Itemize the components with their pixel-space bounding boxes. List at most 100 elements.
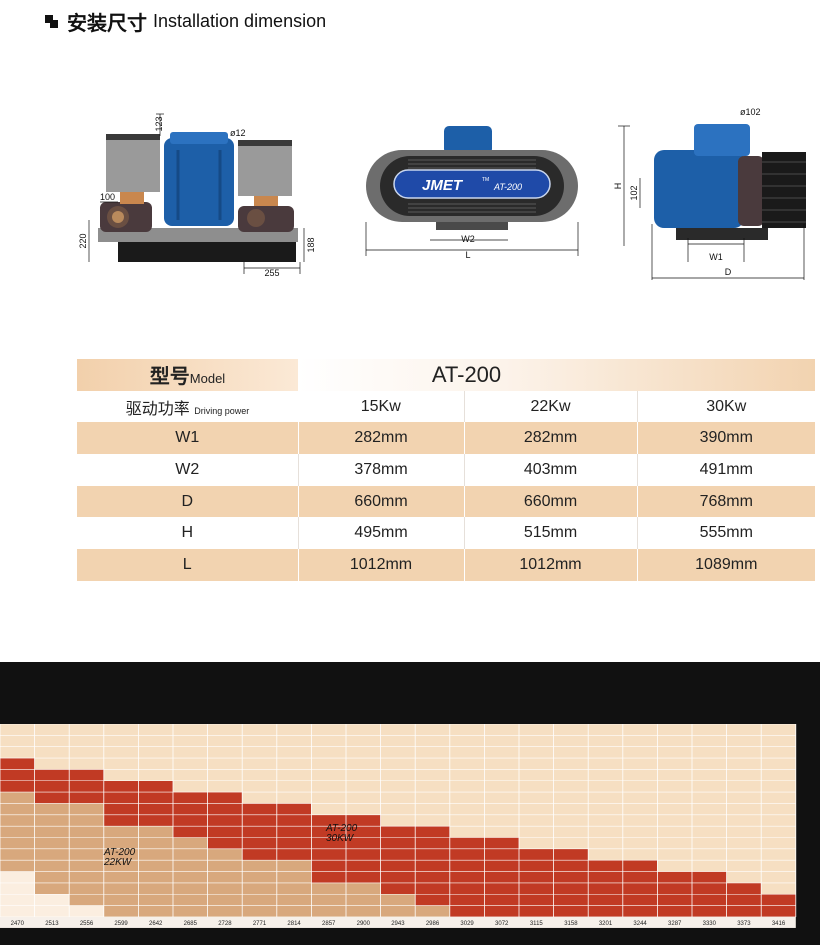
grid-cell-30kw — [34, 780, 70, 793]
x-tick-label: 2943 — [391, 921, 405, 927]
grid-cell-30kw — [276, 848, 312, 861]
grid-cell-30kw — [103, 803, 139, 815]
grid-cell-30kw — [588, 894, 623, 906]
grid-cell-22kw — [242, 882, 277, 895]
grid-cell-30kw — [449, 882, 485, 895]
x-tick-label: 2642 — [149, 921, 163, 927]
grid-cell-30kw — [553, 871, 589, 883]
grid-cell-light — [34, 905, 70, 917]
grid-cell-22kw — [34, 803, 70, 815]
grid-cell-30kw — [449, 860, 485, 872]
table-cell: 282mm — [297, 422, 464, 455]
table-cell: 768mm — [636, 485, 816, 518]
table-cell: 515mm — [463, 517, 637, 550]
grid-cell-30kw — [692, 894, 727, 906]
grid-cell-30kw — [415, 871, 450, 883]
filter-basket — [762, 152, 806, 228]
x-tick-label: 2599 — [114, 921, 128, 927]
grid-cell-22kw — [103, 871, 139, 883]
grid-cell-30kw — [138, 814, 173, 827]
grid-cell-30kw — [519, 894, 554, 906]
front-view-drawing: 123 ø12 100 220 188 255 — [78, 113, 316, 278]
row-label: W2 — [175, 460, 200, 478]
dim-255: 255 — [264, 268, 279, 278]
grid-cell-30kw — [553, 860, 589, 872]
grid-cell-30kw — [415, 837, 450, 849]
grid-cell-22kw — [69, 803, 104, 815]
grid-cell-30kw — [242, 848, 277, 861]
grid-cell-22kw — [242, 860, 277, 872]
trademark-mark: TM — [482, 177, 489, 183]
x-tick-label: 3244 — [633, 921, 647, 927]
table-row-d: D 660mm 660mm 768mm — [77, 485, 816, 518]
grid-cell-light — [0, 871, 35, 883]
x-tick-label: 3373 — [737, 921, 751, 927]
grid-cell-30kw — [311, 814, 346, 827]
grid-cell-22kw — [173, 860, 208, 872]
brand-plate — [393, 169, 551, 199]
table-cell: 1012mm — [297, 549, 464, 581]
grid-cell-30kw — [657, 894, 692, 906]
x-tick-label: 2556 — [80, 921, 94, 927]
grid-cell-30kw — [484, 860, 519, 872]
power-15kw: 15Kw — [360, 397, 401, 415]
grid-cell-30kw — [380, 871, 416, 883]
grid-cell-22kw — [346, 882, 381, 895]
pump-side — [738, 156, 764, 226]
row-label: D — [77, 485, 298, 518]
table-cell: 378mm — [297, 454, 464, 486]
x-tick-label: 2771 — [253, 921, 267, 927]
grid-cell-22kw — [34, 871, 70, 883]
grid-cell-30kw — [0, 769, 35, 781]
grid-cell-22kw — [276, 882, 312, 895]
grid-cell-22kw — [69, 848, 104, 861]
grid-cell-30kw — [415, 848, 450, 861]
x-tick-label: 3158 — [564, 921, 578, 927]
grid-cell-22kw — [34, 882, 70, 895]
grid-cell-light — [0, 882, 35, 895]
grid-cell-22kw — [69, 871, 104, 883]
grid-cell-30kw — [380, 837, 416, 849]
grid-cell-30kw — [207, 837, 243, 849]
grid-cell-30kw — [622, 871, 658, 883]
grid-cell-30kw — [311, 826, 346, 838]
grid-cell-30kw — [311, 837, 346, 849]
grid-cell-22kw — [138, 882, 173, 895]
region-label: 30KW — [326, 833, 355, 844]
x-tick-label: 3029 — [460, 921, 474, 927]
grid-cell-22kw — [311, 894, 346, 906]
region-label: 22KW — [103, 857, 133, 868]
grid-cell-30kw — [519, 860, 554, 872]
grid-cell-22kw — [138, 871, 173, 883]
grid-cell-30kw — [415, 860, 450, 872]
x-tick-label: 2513 — [45, 921, 59, 927]
series-header-cell: AT-200 — [298, 359, 816, 391]
grid-cell-22kw — [173, 871, 208, 883]
grid-cell-22kw — [0, 837, 35, 849]
grid-cell-30kw — [484, 905, 519, 917]
grid-cell-22kw — [380, 894, 416, 906]
grid-cell-30kw — [0, 758, 35, 770]
grid-cell-30kw — [346, 837, 381, 849]
grid-cell-30kw — [519, 905, 554, 917]
grid-cell-30kw — [346, 860, 381, 872]
grid-cell-30kw — [553, 905, 589, 917]
grid-cell-22kw — [276, 894, 312, 906]
grid-cell-30kw — [276, 837, 312, 849]
grid-cell-30kw — [519, 882, 554, 895]
grid-cell-30kw — [519, 848, 554, 861]
square-bullet-icon — [45, 13, 61, 29]
table-cell: 660mm — [463, 485, 637, 518]
table-cell: 491mm — [636, 454, 816, 486]
x-tick-label: 2986 — [426, 921, 440, 927]
dim-diameter-102: ø102 — [740, 107, 761, 117]
grid-cell-22kw — [0, 814, 35, 827]
grid-cell-30kw — [553, 882, 589, 895]
grid-cell-30kw — [380, 826, 416, 838]
dim-220: 220 — [78, 233, 88, 248]
table-row-l: L 1012mm 1012mm 1089mm — [77, 549, 816, 581]
dim-123: 123 — [154, 116, 164, 131]
top-view-drawing: JMET TM AT-200 W2 L — [365, 126, 579, 260]
grid-cell-22kw — [34, 860, 70, 872]
